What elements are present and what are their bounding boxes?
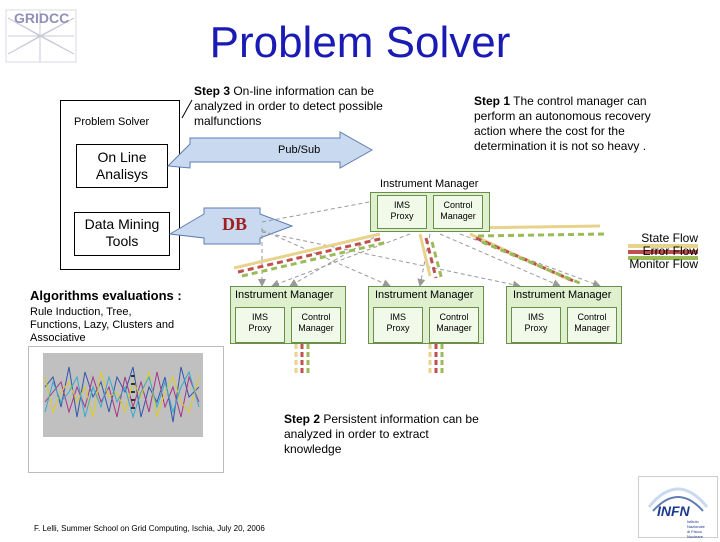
pubsub-arrow bbox=[166, 131, 374, 169]
step1-line: The control manager can bbox=[510, 94, 647, 108]
control-manager-box: Control Manager bbox=[429, 307, 479, 343]
instrument-manager-2: Instrument Manager IMS Proxy Control Man… bbox=[368, 286, 484, 344]
ims-proxy-box: IMS Proxy bbox=[235, 307, 285, 343]
instrument-manager-top: IMS Proxy Control Manager bbox=[370, 192, 490, 232]
control-manager-line: Control bbox=[301, 312, 331, 322]
ims-proxy-box: IMS Proxy bbox=[377, 195, 427, 229]
link-line bbox=[271, 233, 411, 288]
algorithms-chart-graphic bbox=[43, 353, 203, 437]
ims-proxy-box: IMS Proxy bbox=[511, 307, 561, 343]
legend-error: Error Flow bbox=[642, 244, 698, 258]
data-mining-line: Data Mining bbox=[84, 216, 160, 232]
ims-proxy-line: Proxy bbox=[390, 211, 414, 221]
footer-text: F. Lelli, Summer School on Grid Computin… bbox=[34, 524, 265, 533]
legend-state: State Flow bbox=[641, 231, 698, 245]
step3-line: analyzed in order to detect possible bbox=[194, 99, 383, 113]
ims-proxy-line: IMS bbox=[527, 312, 544, 322]
instrument-manager-label: Instrument Manager bbox=[375, 289, 474, 301]
algorithms-heading: Algorithms evaluations : bbox=[30, 288, 182, 303]
page-title: Problem Solver bbox=[209, 18, 511, 67]
step3-line: On-line information can be bbox=[230, 84, 375, 98]
algorithms-text: Rule Induction, Tree, Functions, Lazy, C… bbox=[30, 306, 174, 345]
ims-proxy-line: IMS bbox=[393, 200, 410, 210]
error-flow-line bbox=[237, 236, 577, 284]
control-manager-box: Control Manager bbox=[433, 195, 483, 229]
step2-line: Persistent information can be bbox=[320, 412, 479, 426]
control-manager-line: Manager bbox=[298, 323, 334, 333]
problem-solver-panel bbox=[60, 100, 180, 270]
link-line bbox=[261, 231, 521, 289]
infn-sub-line: di Fisica Nucleare bbox=[687, 529, 704, 539]
link-line bbox=[261, 229, 391, 287]
ims-proxy-line: Proxy bbox=[386, 323, 410, 333]
legend-error-swatch bbox=[628, 250, 698, 254]
instrument-manager-label: Instrument Manager bbox=[235, 289, 334, 301]
db-label: DB bbox=[222, 214, 248, 234]
control-manager-box: Control Manager bbox=[291, 307, 341, 343]
online-analisys-line: Analisys bbox=[95, 166, 149, 182]
step2-line: analyzed in order to extract bbox=[284, 427, 429, 441]
ims-proxy-line: Proxy bbox=[524, 323, 548, 333]
infn-logo: INFN Istituto Nazionale di Fisica Nuclea… bbox=[638, 476, 718, 539]
control-manager-line: Control bbox=[439, 312, 469, 322]
instrument-manager-label: Instrument Manager bbox=[513, 289, 612, 301]
legend-text: State Flow Error Flow Monitor Flow bbox=[614, 232, 698, 271]
algorithms-line: Rule Induction, Tree, bbox=[30, 306, 132, 318]
ims-proxy-line: Proxy bbox=[248, 323, 272, 333]
ims-proxy-line: IMS bbox=[251, 312, 268, 322]
step1-line: action where the cost for the bbox=[474, 124, 625, 138]
gridcc-logo-graphic bbox=[5, 9, 77, 63]
instrument-manager-3: Instrument Manager IMS Proxy Control Man… bbox=[506, 286, 622, 344]
online-analisys-line: On Line bbox=[97, 149, 147, 165]
algorithms-line: Associative bbox=[30, 332, 86, 344]
infn-name: INFN bbox=[657, 503, 690, 519]
instrument-manager-1: Instrument Manager IMS Proxy Control Man… bbox=[230, 286, 346, 344]
control-manager-line: Manager bbox=[440, 211, 476, 221]
step2-line: knowledge bbox=[284, 442, 342, 456]
state-flow-line bbox=[233, 224, 601, 282]
pubsub-label: Pub/Sub bbox=[278, 144, 321, 156]
control-manager-line: Manager bbox=[574, 323, 610, 333]
gridcc-logo: GRIDCC bbox=[4, 6, 78, 66]
infn-sub-line: Istituto Nazionale bbox=[687, 519, 705, 529]
step3-pointer bbox=[181, 99, 193, 119]
ims-proxy-box: IMS Proxy bbox=[373, 307, 423, 343]
ims-proxy-line: IMS bbox=[389, 312, 406, 322]
control-manager-box: Control Manager bbox=[567, 307, 617, 343]
step1-label: Step 1 bbox=[474, 94, 511, 108]
control-manager-line: Manager bbox=[436, 323, 472, 333]
control-manager-line: Control bbox=[577, 312, 607, 322]
step3-label: Step 3 bbox=[194, 84, 231, 98]
link-line bbox=[439, 233, 561, 287]
data-mining-line: Tools bbox=[105, 233, 139, 249]
step1-text: Step 1 The control manager can perform a… bbox=[474, 94, 714, 154]
step3-line: malfunctions bbox=[194, 114, 262, 128]
instrument-manager-label: Instrument Manager bbox=[380, 178, 479, 190]
step3-text: Step 3 On-line information can be analyz… bbox=[194, 84, 434, 129]
control-manager-line: Control bbox=[443, 200, 473, 210]
problem-solver-label: Problem Solver bbox=[74, 116, 150, 128]
monitor-flow-line bbox=[241, 232, 605, 286]
algorithms-line-chart bbox=[28, 346, 224, 473]
online-analisys-box: On Line Analisys bbox=[76, 144, 168, 188]
infn-sub: Istituto Nazionale di Fisica Nucleare bbox=[687, 519, 717, 539]
step1-line: determination it is not so heavy . bbox=[474, 139, 647, 153]
legend-monitor: Monitor Flow bbox=[629, 257, 698, 271]
gridcc-logo-text: GRIDCC bbox=[14, 10, 70, 26]
legend-monitor-swatch bbox=[628, 256, 698, 260]
infn-logo-graphic bbox=[647, 487, 709, 512]
step1-line: perform an autonomous recovery bbox=[474, 109, 651, 123]
legend-state-swatch bbox=[628, 244, 698, 248]
link-line bbox=[261, 197, 381, 223]
algorithms-line: Functions, Lazy, Clusters and bbox=[30, 319, 175, 331]
step2-text: Step 2 Persistent information can be ana… bbox=[284, 412, 524, 457]
step2-label: Step 2 bbox=[284, 412, 321, 426]
